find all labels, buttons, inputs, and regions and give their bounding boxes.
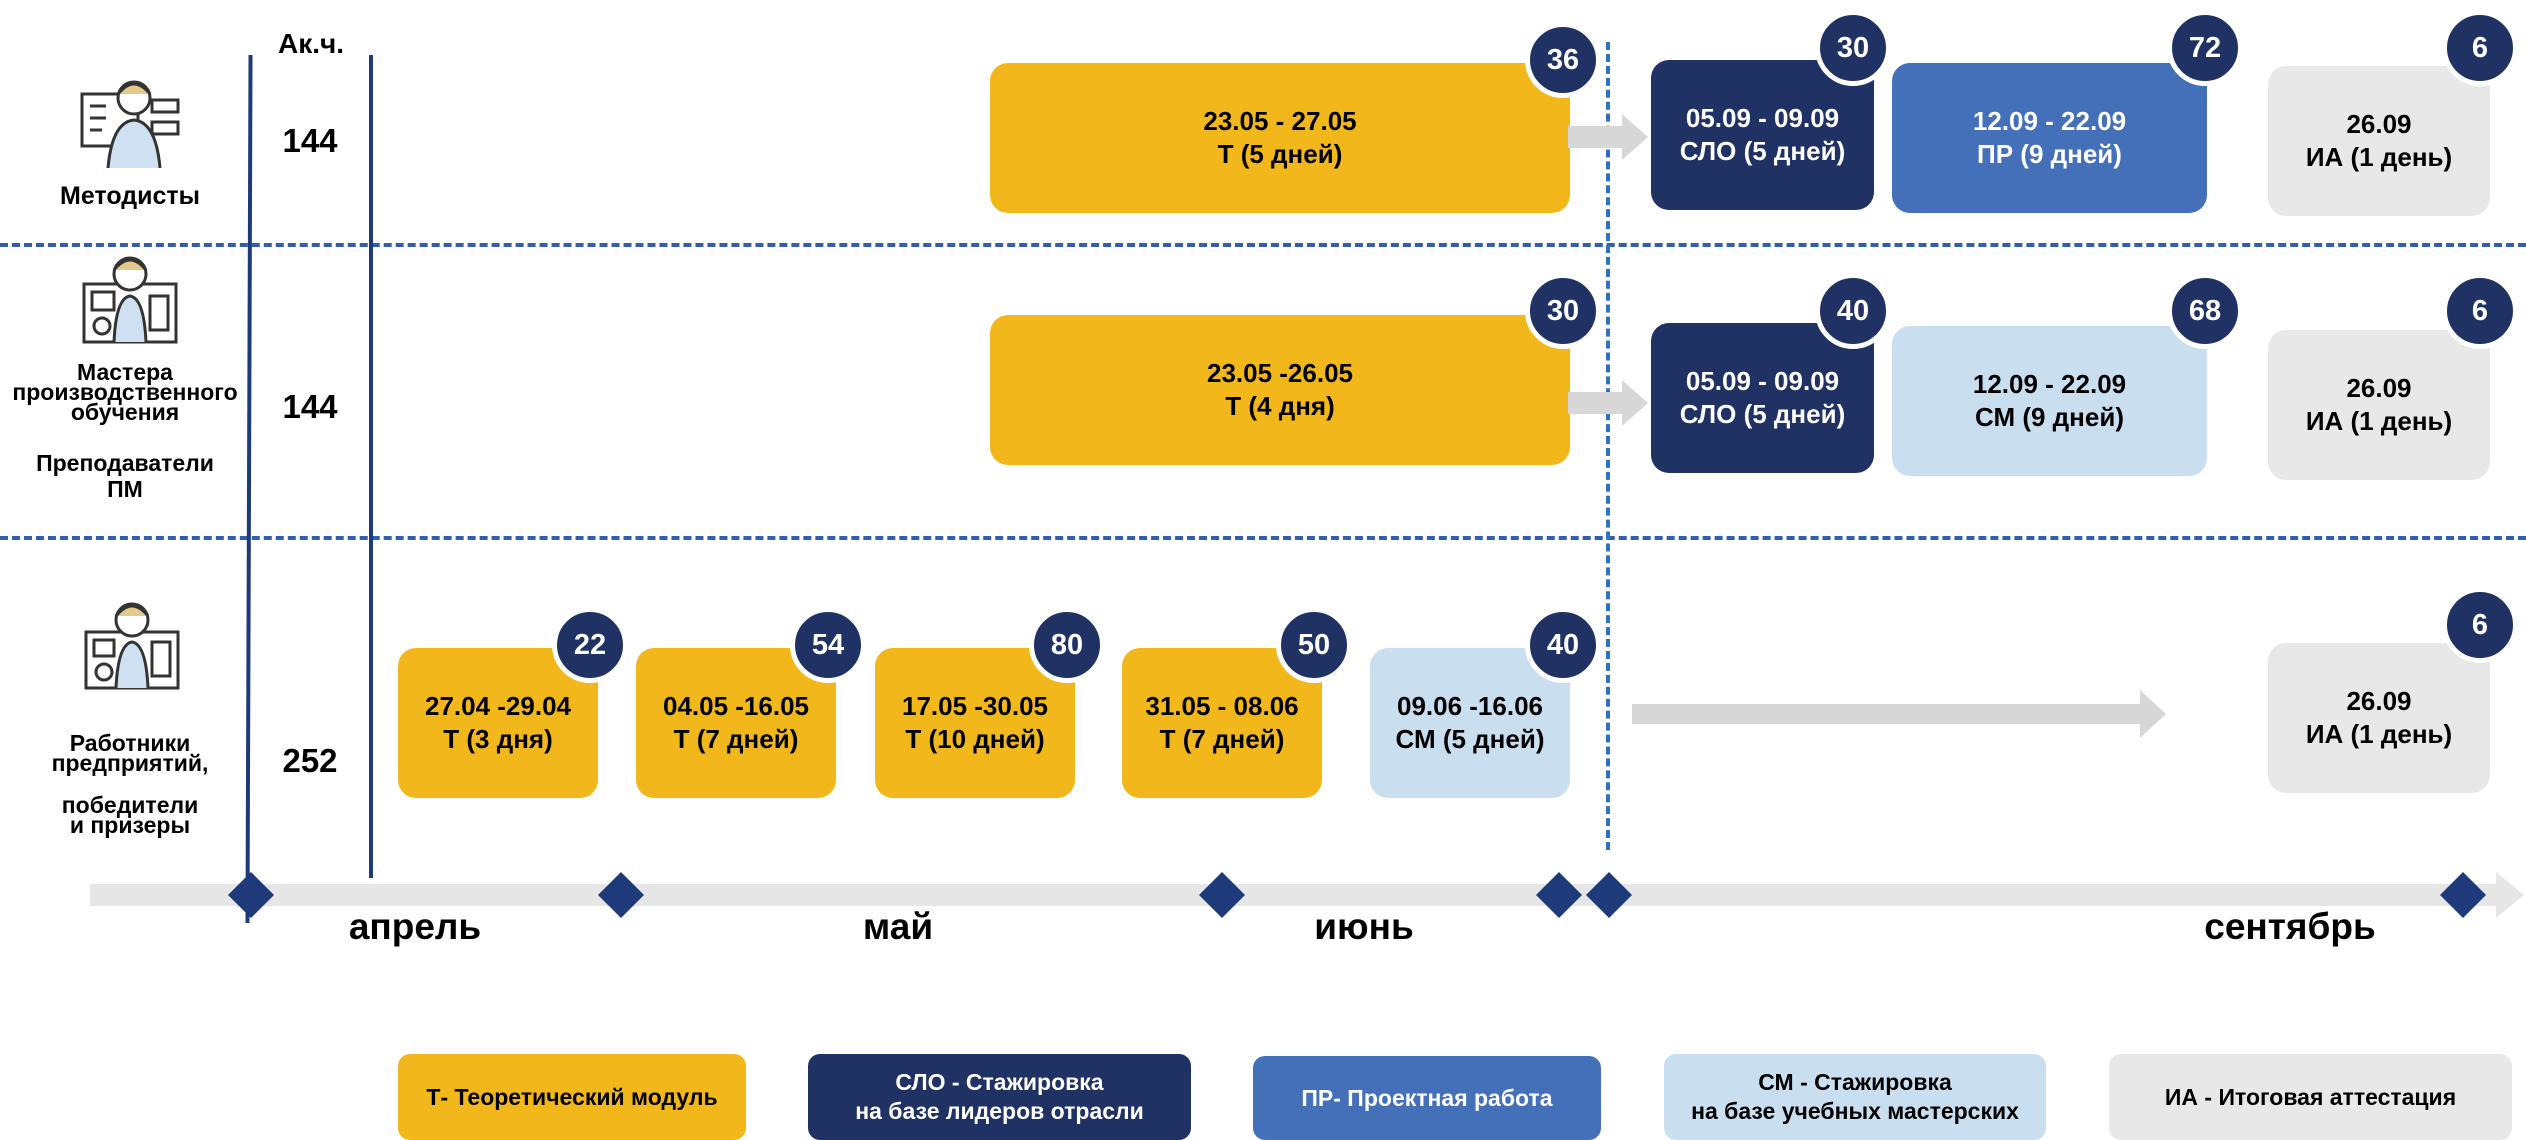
badge-hours: 68 [2167, 273, 2243, 349]
row-separator-1 [0, 243, 2526, 247]
block-ia-row1: 26.09 ИА (1 день) [2268, 66, 2490, 216]
worker-machine-icon [80, 254, 180, 351]
badge-hours: 36 [1525, 22, 1601, 98]
role-methodists: Методисты [60, 182, 200, 210]
teacher-board-icon [78, 76, 183, 176]
block-slo-row2: 05.09 - 09.09 СЛО (5 дней) [1651, 323, 1874, 473]
block-label: Т (7 дней) [1159, 724, 1285, 754]
legend-sm: СМ - Стажировка на базе учебных мастерск… [1664, 1054, 2046, 1140]
badge-hours: 6 [2442, 10, 2518, 86]
block-dates: 23.05 - 27.05 [1203, 106, 1357, 136]
hours-row-3: 252 [282, 742, 338, 779]
block-dates: 12.09 - 22.09 [1972, 369, 2127, 399]
timeline-marker-diamond [596, 870, 646, 925]
badge-hours: 54 [790, 607, 866, 683]
badge-hours: 6 [2442, 273, 2518, 349]
block-pr-row1: 12.09 - 22.09 ПР (9 дней) [1892, 63, 2207, 213]
hours-row-2: 144 [282, 388, 338, 425]
block-dates: 12.09 - 22.09 [1972, 106, 2127, 136]
badge-hours: 40 [1525, 607, 1601, 683]
month-september: сентябрь [2204, 906, 2376, 947]
block-label: СМ (9 дней) [1975, 402, 2124, 432]
badge-hours: 80 [1029, 607, 1105, 683]
june-september-separator [1606, 42, 1610, 850]
block-dates: 26.09 [2346, 373, 2412, 403]
badge-hours: 40 [1815, 273, 1891, 349]
timeline-marker-diamond [2438, 870, 2488, 925]
hours-column-left-line [245, 55, 253, 923]
block-label: ИА (1 день) [2305, 142, 2453, 172]
legend-ia: ИА - Итоговая аттестация [2109, 1054, 2512, 1140]
block-t-row1: 23.05 - 27.05 Т (5 дней) [990, 63, 1570, 213]
block-dates: 09.06 -16.06 [1396, 691, 1543, 721]
long-arrow-right-icon [1632, 688, 2168, 745]
legend-slo: СЛО - Стажировка на базе лидеров отрасли [808, 1054, 1191, 1140]
legend-pr: ПР- Проектная работа [1253, 1056, 1601, 1140]
block-dates: 26.09 [2346, 109, 2412, 139]
block-dates: 04.05 -16.05 [662, 691, 809, 721]
block-label: ПР (9 дней) [1977, 139, 2122, 169]
month-may: май [862, 906, 934, 947]
badge-hours: 50 [1276, 607, 1352, 683]
timeline-marker-diamond [1197, 870, 1247, 925]
badge-hours: 6 [2442, 587, 2518, 663]
badge-hours: 30 [1815, 10, 1891, 86]
block-label: СЛО (5 дней) [1679, 136, 1846, 166]
block-dates: 27.04 -29.04 [424, 691, 571, 721]
badge-hours: 30 [1525, 273, 1601, 349]
legend-t: Т- Теоретический модуль [398, 1054, 746, 1140]
block-ia-row2: 26.09 ИА (1 день) [2268, 330, 2490, 480]
block-label: ИА (1 день) [2305, 406, 2453, 436]
block-dates: 31.05 - 08.06 [1145, 691, 1299, 721]
role-masters: Мастера производственного обучения [12, 359, 238, 425]
block-label: СЛО (5 дней) [1679, 399, 1846, 429]
worker-panel-icon [82, 600, 182, 697]
block-dates: 05.09 - 09.09 [1685, 366, 1840, 396]
block-label: ИА (1 день) [2305, 719, 2453, 749]
arrow-right-icon [1568, 112, 1650, 167]
hours-column-right-line [369, 55, 373, 878]
month-june: июнь [1314, 906, 1414, 947]
month-april: апрель [348, 906, 482, 947]
role-winners: победители и призеры [61, 792, 199, 838]
timeline-arrow [90, 868, 2526, 927]
badge-hours: 72 [2167, 10, 2243, 86]
block-label: СМ (5 дней) [1395, 724, 1545, 754]
block-label: Т (4 дня) [1225, 391, 1335, 421]
timeline-marker-diamond [1584, 870, 1634, 925]
role-enterprise-workers: Работники предприятий, [51, 730, 209, 776]
block-dates: 05.09 - 09.09 [1685, 103, 1840, 133]
arrow-right-icon [1568, 378, 1650, 433]
timeline-marker-diamond [1534, 870, 1584, 925]
hours-row-1: 144 [282, 122, 338, 159]
timeline-marker-diamond [226, 870, 276, 925]
block-label: Т (10 дней) [905, 724, 1045, 754]
badge-hours: 22 [552, 607, 628, 683]
hours-header: Ак.ч. [277, 28, 345, 59]
block-t-row2: 23.05 -26.05 Т (4 дня) [990, 315, 1570, 465]
block-dates: 23.05 -26.05 [1206, 358, 1353, 388]
block-dates: 17.05 -30.05 [901, 691, 1048, 721]
row-separator-2 [0, 536, 2526, 540]
block-slo-row1: 05.09 - 09.09 СЛО (5 дней) [1651, 60, 1874, 210]
block-label: Т (3 дня) [443, 724, 553, 754]
block-sm-row2: 12.09 - 22.09 СМ (9 дней) [1892, 326, 2207, 476]
block-label: Т (5 дней) [1217, 139, 1343, 169]
block-ia-row3: 26.09 ИА (1 день) [2268, 643, 2490, 793]
role-teachers-pm: Преподаватели ПМ [36, 450, 214, 502]
block-dates: 26.09 [2346, 686, 2412, 716]
block-label: Т (7 дней) [673, 724, 799, 754]
